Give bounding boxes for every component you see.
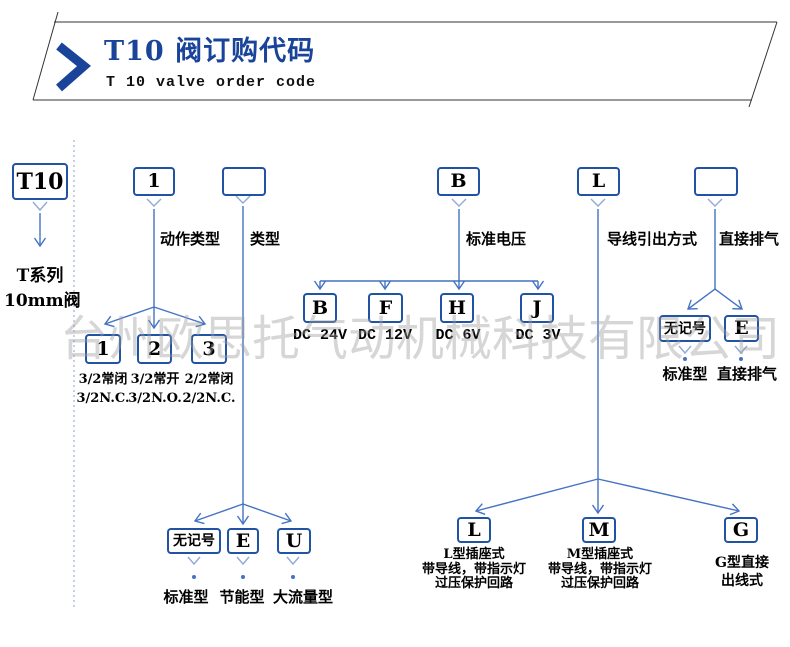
code-box-position-1: 1 — [133, 167, 175, 196]
code-box-type-none: 无记号 — [167, 528, 221, 554]
code-box-type-E: E — [227, 528, 259, 554]
action-3-label-en: 2/2N.C. — [182, 391, 236, 406]
voltage-J-label: DC 3V — [515, 327, 561, 344]
type-none-label: 标准型 — [163, 588, 209, 606]
category-voltage: 标准电压 — [466, 230, 527, 248]
chevron-right-icon — [56, 42, 91, 92]
lead-G-line2: 出线式 — [721, 573, 763, 589]
code-box-position-3: B — [437, 167, 480, 196]
code-box-position-4: L — [577, 167, 620, 196]
action-1-label-cn: 3/2常闭 — [78, 372, 128, 387]
code-box-action-3: 3 — [191, 334, 227, 364]
code-box-position-2 — [222, 167, 266, 196]
page-title: T10 阀订购代码 — [104, 36, 316, 67]
root-desc-line2: 10mm阀 — [4, 291, 81, 311]
category-direct-exhaust: 直接排气 — [719, 230, 780, 248]
action-2-label-cn: 3/2常开 — [130, 372, 180, 387]
code-box-action-2: 2 — [137, 334, 172, 364]
voltage-F-label: DC 12V — [357, 327, 412, 344]
code-box-voltage-B: B — [303, 293, 337, 323]
exhaust-none-label: 标准型 — [662, 365, 708, 383]
root-desc-line1: T系列 — [16, 266, 64, 286]
lead-L-line3: 过压保护回路 — [434, 576, 513, 591]
category-lead-wire: 导线引出方式 — [607, 230, 698, 248]
code-box-voltage-F: F — [368, 293, 403, 323]
code-box-voltage-J: J — [520, 293, 554, 323]
action-2-label-en: 3/2N.O. — [128, 391, 182, 406]
exhaust-E-label: 直接排气 — [716, 365, 777, 383]
code-box-lead-G: G — [724, 517, 758, 543]
lead-G-line1: G型直接 — [715, 555, 769, 571]
lead-L-line1: L型插座式 — [443, 547, 505, 562]
code-box-lead-M: M — [582, 517, 616, 543]
action-3-label-cn: 2/2常闭 — [184, 372, 234, 387]
type-E-label: 节能型 — [219, 588, 265, 606]
lead-L-line2: 带导线，带指示灯 — [421, 561, 526, 577]
code-box-action-1: 1 — [85, 334, 121, 364]
category-type: 类型 — [250, 230, 281, 248]
lead-M-line2: 带导线，带指示灯 — [547, 561, 652, 577]
code-box-lead-L: L — [457, 517, 491, 543]
lead-G-description: G型直接 出线式 — [702, 554, 782, 590]
code-box-exhaust-none: 无记号 — [659, 315, 711, 342]
header-band-shape — [32, 11, 778, 108]
lead-L-description: L型插座式 带导线，带指示灯 过压保护回路 — [404, 547, 544, 592]
type-U-label: 大流量型 — [272, 588, 333, 606]
code-box-exhaust-E: E — [724, 315, 759, 342]
code-box-root: T10 — [12, 163, 68, 200]
lead-M-line3: 过压保护回路 — [560, 576, 639, 591]
code-box-type-U: U — [277, 528, 311, 554]
action-1-label-en: 3/2N.C. — [76, 391, 130, 406]
lead-M-description: M型插座式 带导线，带指示灯 过压保护回路 — [530, 547, 670, 592]
voltage-H-label: DC 6V — [435, 327, 481, 344]
code-box-position-5 — [694, 167, 738, 196]
code-box-voltage-H: H — [440, 293, 474, 323]
page-subtitle: T 10 valve order code — [106, 74, 317, 91]
voltage-B-label: DC 24V — [292, 327, 347, 344]
category-action-type: 动作类型 — [160, 230, 221, 248]
lead-M-line1: M型插座式 — [566, 547, 634, 562]
